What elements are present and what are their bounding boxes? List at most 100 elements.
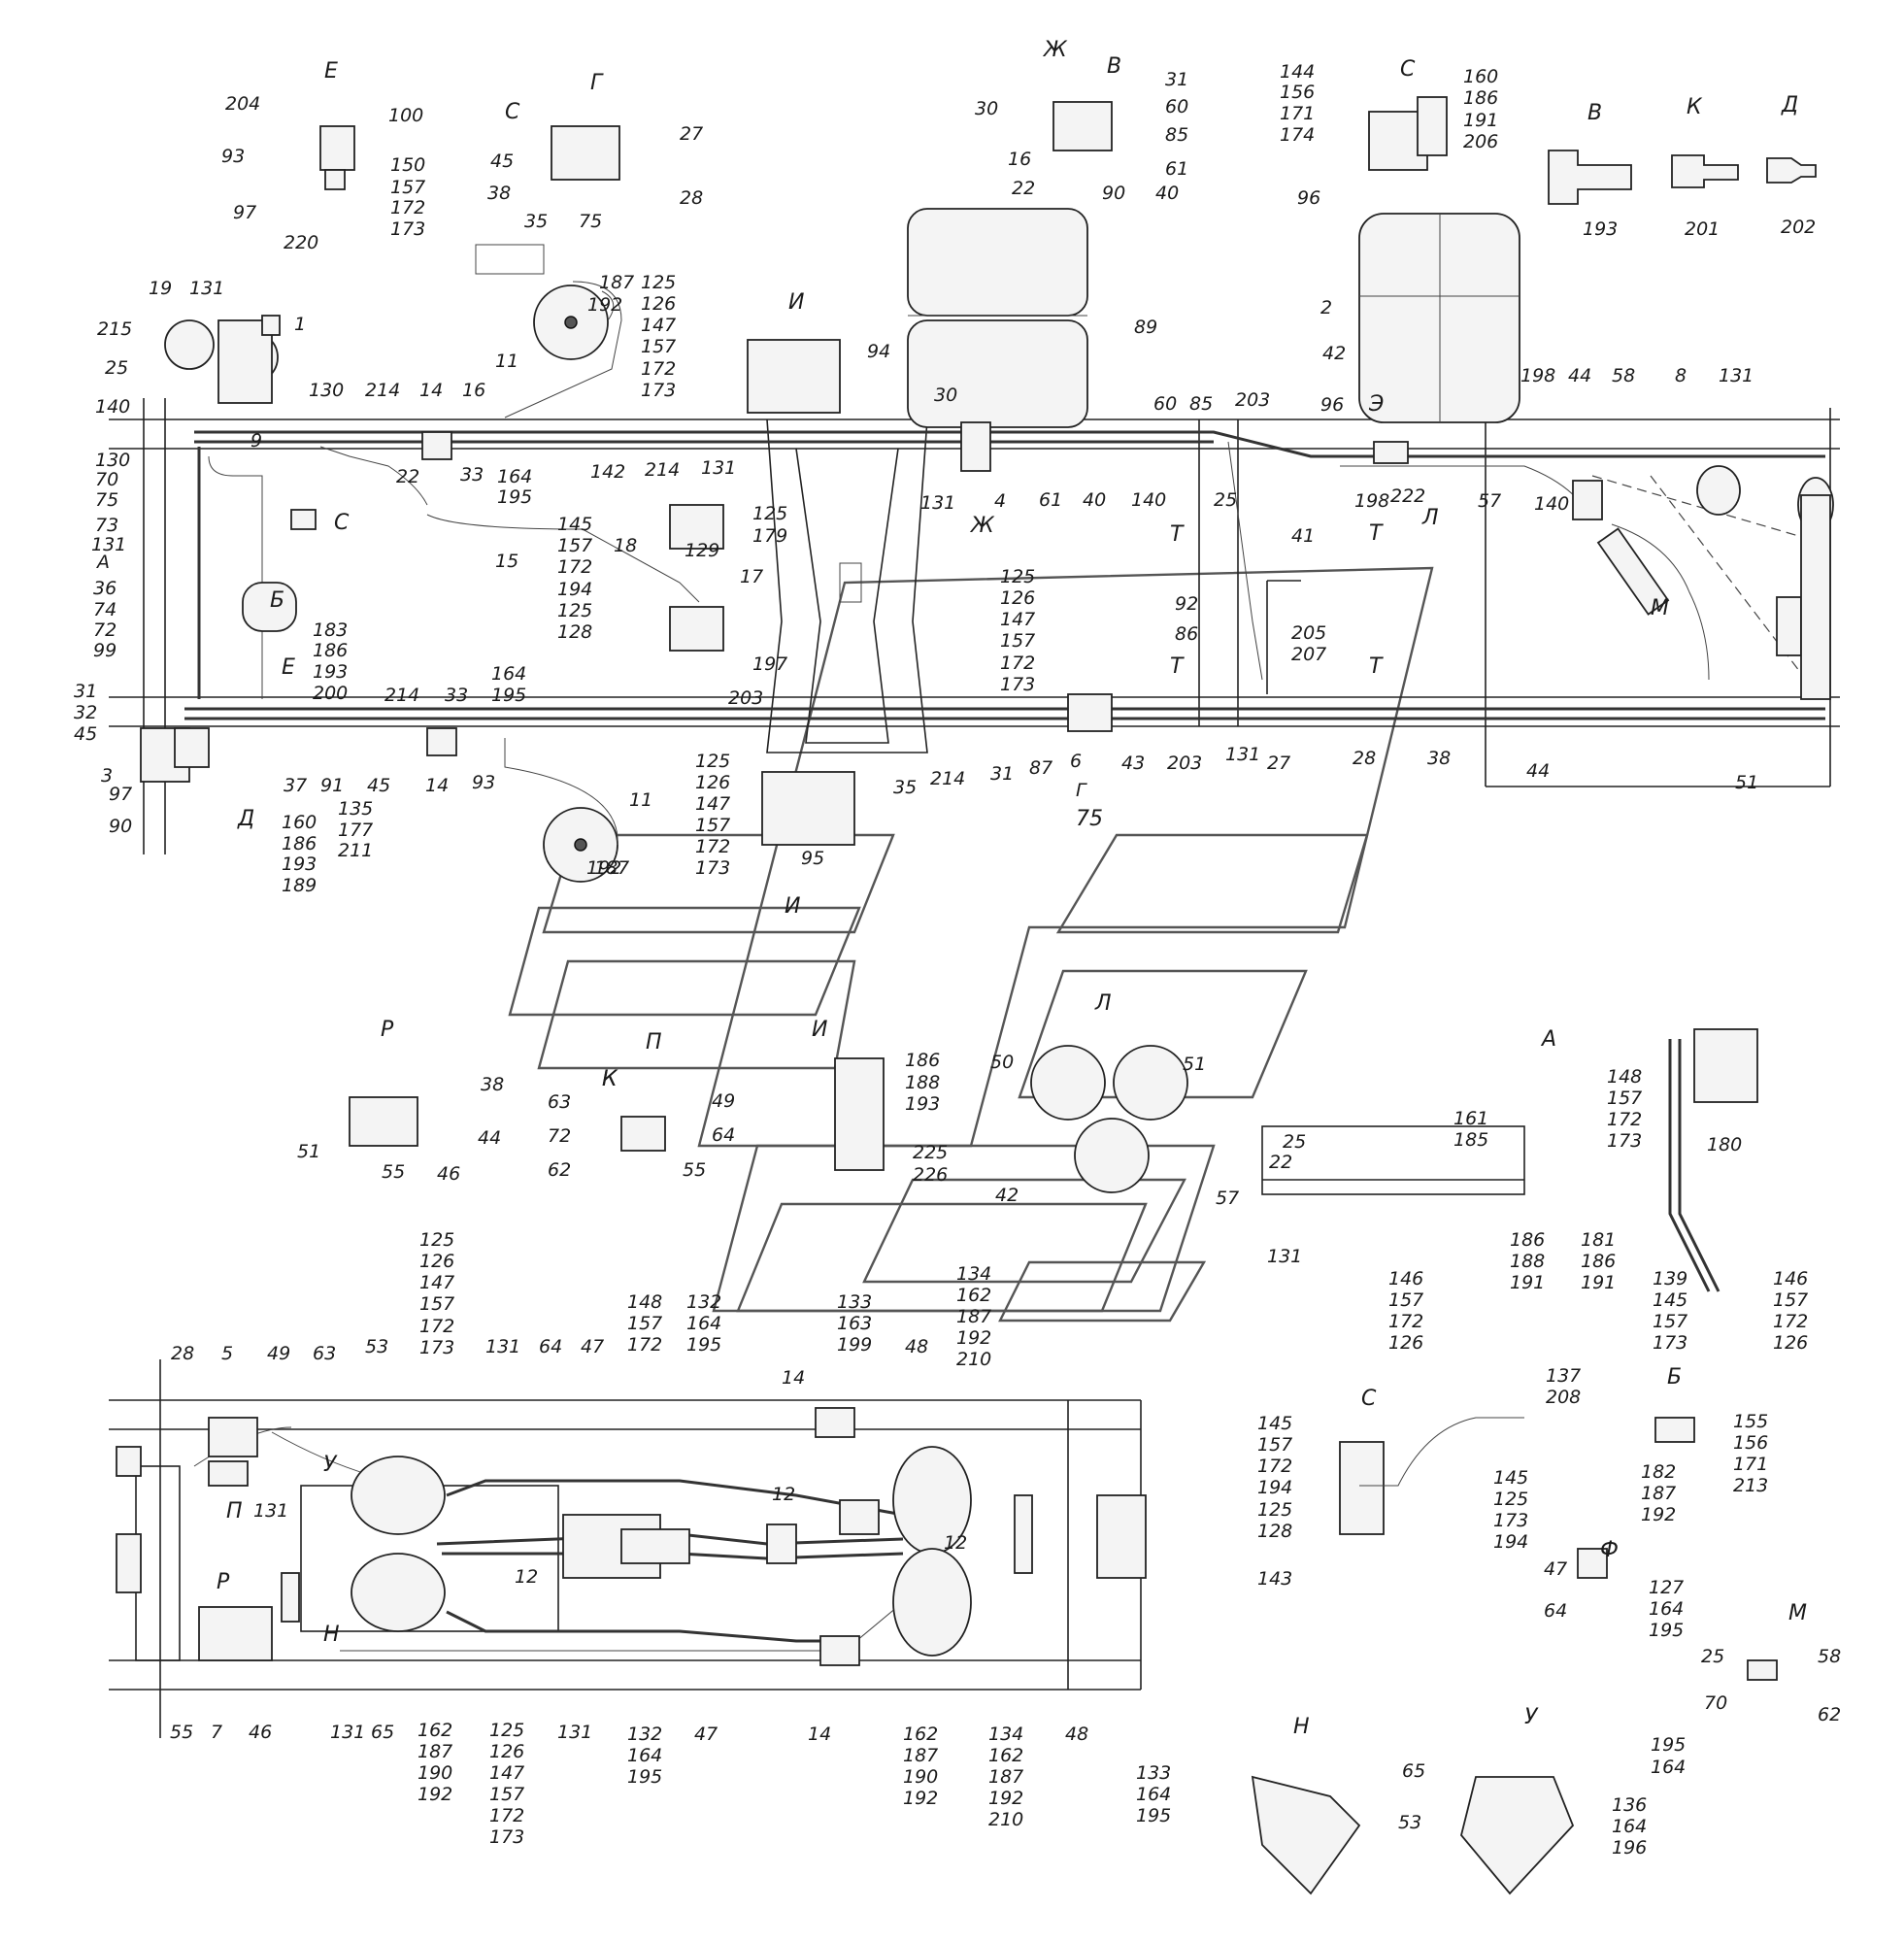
callout: 172: [1607, 1109, 1642, 1130]
callout: 140: [1534, 493, 1569, 515]
callout: 148: [627, 1291, 662, 1313]
callout: 15: [495, 551, 518, 572]
callout: 38: [487, 183, 511, 204]
callout: 192: [988, 1788, 1023, 1809]
callout: 179: [752, 525, 787, 547]
callout: 173: [1493, 1510, 1528, 1531]
callout: 130: [309, 380, 344, 401]
callout: 131: [701, 457, 736, 479]
callout: 131: [485, 1336, 520, 1357]
callout: 35: [893, 777, 917, 798]
callout: 190: [903, 1766, 938, 1788]
callout: 157: [1773, 1289, 1808, 1311]
callout: 131: [920, 492, 955, 514]
callout: 135: [338, 798, 373, 820]
callout: 160: [282, 812, 317, 833]
callout: 136: [1612, 1794, 1647, 1816]
callout: 187: [1641, 1483, 1676, 1504]
detail-views-bottom: [1251, 1417, 1778, 1895]
callout: 28: [680, 187, 703, 209]
callout: 186: [1463, 87, 1498, 109]
callout: 187: [594, 857, 629, 879]
callout: 131: [1225, 744, 1260, 765]
callout: 160: [1463, 66, 1498, 87]
callout: 51: [297, 1141, 320, 1162]
callout: 58: [1818, 1646, 1841, 1667]
callout: 195: [627, 1766, 662, 1788]
callout: 162: [956, 1285, 991, 1306]
callout: 38: [1427, 748, 1451, 769]
callout: 131: [91, 534, 126, 555]
callout: Б: [270, 588, 284, 613]
callout: 40: [1083, 489, 1106, 511]
callout: 125: [1000, 566, 1035, 587]
callout: 200: [313, 683, 348, 704]
callout: 125: [557, 600, 592, 621]
middle-callouts: 38 51 44 55 46 63 К 49 72 64 62 55 186 1…: [297, 1050, 1808, 1354]
watermark-logo: [508, 566, 1434, 1323]
callout: 126: [1773, 1332, 1808, 1354]
callout: 17: [740, 566, 763, 587]
callout: 173: [1607, 1130, 1642, 1152]
callout: 11: [495, 351, 518, 372]
callout: 31: [990, 763, 1014, 785]
callout: 142: [590, 461, 625, 483]
callout: 145: [1653, 1289, 1687, 1311]
callout: 43: [1121, 753, 1145, 774]
callout: 22: [1012, 178, 1035, 199]
callout: 203: [1167, 753, 1202, 774]
callout: 157: [1000, 630, 1035, 652]
callout: 194: [1257, 1477, 1292, 1498]
callout: 91: [320, 775, 344, 796]
callout: 180: [1707, 1134, 1742, 1155]
callout: 187: [956, 1306, 991, 1327]
callout: 95: [801, 848, 824, 869]
callout: 57: [1216, 1188, 1239, 1209]
callout: 157: [489, 1784, 524, 1805]
callout: 18: [614, 535, 637, 556]
callout: 157: [557, 535, 592, 556]
callout: 186: [905, 1050, 940, 1071]
callout: 64: [539, 1336, 562, 1357]
callout: Т: [1369, 521, 1384, 546]
callout: 164: [1649, 1598, 1684, 1620]
callout: 75: [579, 211, 602, 232]
callout: 7: [211, 1722, 222, 1743]
callout: 206: [1463, 131, 1498, 152]
callout: 185: [1453, 1129, 1488, 1151]
callout: 44: [1568, 365, 1591, 386]
callout: Г: [1076, 780, 1087, 801]
callout: 61: [1165, 158, 1188, 180]
view-title: В: [1107, 54, 1121, 79]
callout: 8: [1675, 365, 1687, 386]
callout: 62: [1818, 1704, 1841, 1725]
callout: 74: [93, 599, 117, 620]
callout: 9: [251, 430, 262, 452]
callout: 94: [867, 341, 890, 362]
callout: 191: [1510, 1272, 1545, 1293]
callout: 33: [460, 464, 484, 486]
callout: 47: [1544, 1558, 1567, 1580]
callout: С: [334, 511, 350, 535]
callout: 140: [95, 396, 130, 418]
callout: 157: [627, 1313, 662, 1334]
callout: 210: [988, 1809, 1023, 1830]
callout: 1: [294, 314, 306, 335]
callout: 137: [1546, 1365, 1581, 1387]
callout: 173: [641, 380, 676, 401]
callout: 172: [1388, 1311, 1423, 1332]
callout: 55: [683, 1159, 706, 1181]
callout: 131: [557, 1722, 592, 1743]
callout: 125: [1493, 1489, 1528, 1510]
callout: М: [1651, 596, 1669, 620]
callout: 134: [956, 1263, 991, 1285]
callout: 198: [1354, 490, 1389, 512]
callout: 183: [313, 619, 348, 641]
view-title: У: [1524, 1705, 1539, 1729]
callout: 4: [994, 490, 1006, 512]
callout: 40: [1155, 183, 1179, 204]
callout: 163: [837, 1313, 872, 1334]
callout: 45: [490, 151, 514, 172]
view-title: К: [1687, 95, 1703, 119]
callout: 72: [548, 1125, 571, 1147]
